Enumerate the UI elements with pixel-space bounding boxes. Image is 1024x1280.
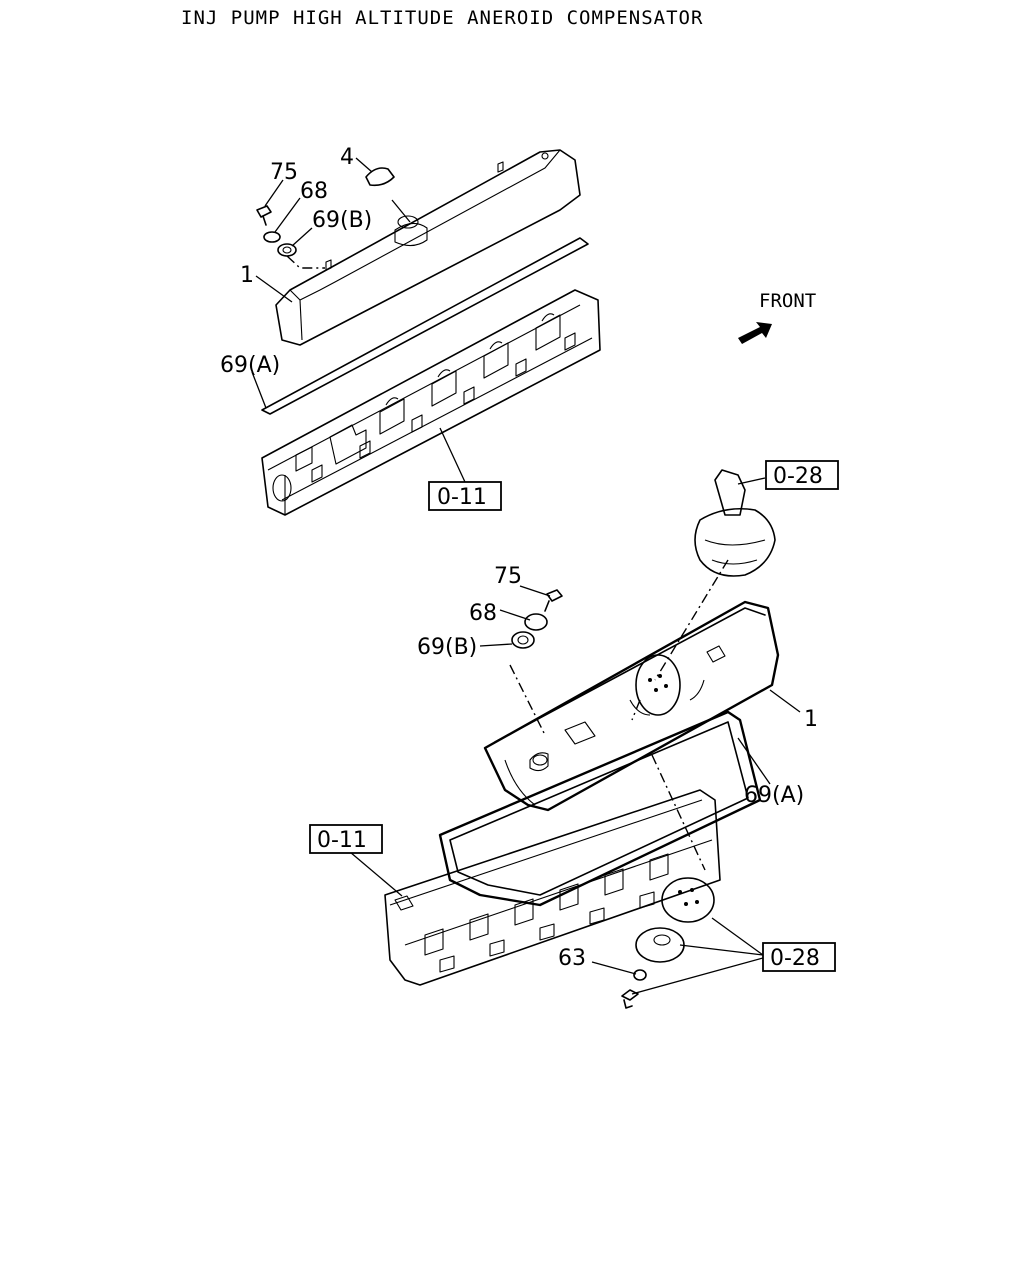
lower-cap-screw: [621, 989, 639, 1009]
front-arrow-icon: [738, 322, 772, 344]
upper-head-cover: [275, 149, 581, 346]
lower-head-cover: [483, 600, 780, 812]
upper-callout-69a: 69(A): [220, 353, 280, 378]
lower-callout-63: 63: [558, 946, 586, 971]
upper-ref-0-11: 0-11: [437, 485, 487, 510]
lower-part-68-washer: [524, 613, 548, 631]
lower-cylinder-head: [384, 789, 721, 986]
upper-gasket: [261, 237, 589, 415]
upper-callout-4: 4: [340, 145, 354, 170]
front-label: FRONT: [759, 290, 816, 312]
upper-ref-box: [428, 481, 502, 511]
lower-callout-75: 75: [494, 564, 522, 589]
upper-callout-75: 75: [270, 160, 298, 185]
upper-callout-1: 1: [240, 263, 254, 288]
lower-callout-69b: 69(B): [417, 635, 477, 660]
lower-ref-0-11: 0-11: [317, 828, 367, 853]
lower-view: [349, 469, 801, 1009]
lower-part-75-bolt: [544, 589, 563, 612]
page-title: INJ PUMP HIGH ALTITUDE ANEROID COMPENSAT…: [181, 7, 704, 29]
lower-aneroid-compensator: [694, 469, 776, 577]
upper-part-68-washer: [263, 231, 281, 243]
lower-aneroid-ref-box: [765, 460, 839, 490]
upper-cylinder-head: [261, 289, 601, 516]
lower-cap-ref-box: [762, 942, 836, 972]
lower-ref-0-28-top: 0-28: [773, 464, 823, 489]
upper-part-75-bolt: [256, 205, 272, 226]
lower-callout-68: 68: [469, 601, 497, 626]
lower-callout-1: 1: [804, 707, 818, 732]
lower-head-ref-box: [309, 824, 383, 854]
upper-part-69b-grommet: [277, 243, 297, 257]
front-indicator: [738, 322, 772, 344]
upper-view: [251, 149, 601, 516]
upper-part-4-cap: [365, 167, 395, 187]
lower-callout-69a: 69(A): [744, 783, 804, 808]
lower-cap-plate: [661, 877, 715, 923]
lower-gasket: [438, 710, 762, 907]
lower-part-69b-grommet: [511, 631, 535, 649]
lower-ref-0-28-bottom: 0-28: [770, 946, 820, 971]
lower-part-63-clip: [633, 969, 647, 981]
upper-callout-68: 68: [300, 179, 328, 204]
lower-cap-diaphragm: [635, 927, 685, 963]
upper-callout-69b: 69(B): [312, 208, 372, 233]
